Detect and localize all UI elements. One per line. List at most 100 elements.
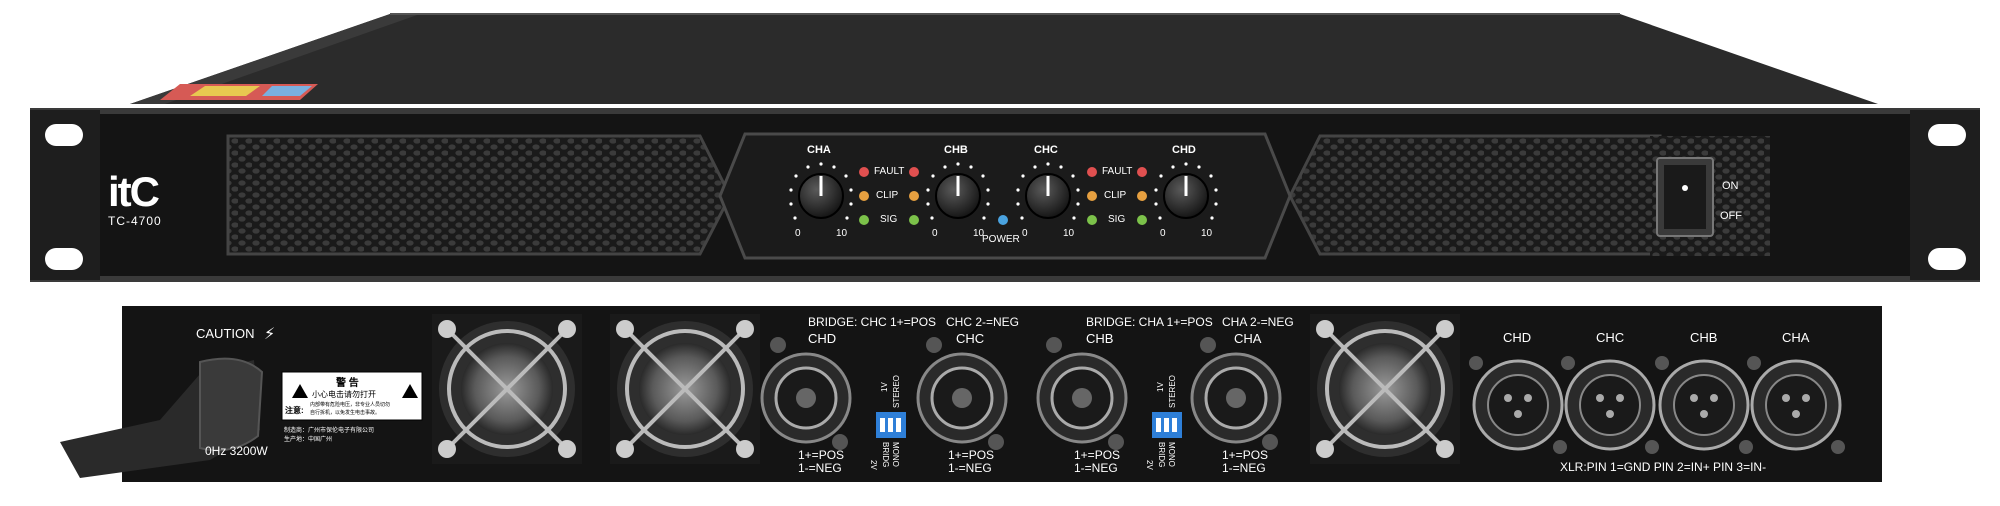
control-panel xyxy=(718,132,1292,260)
led-sig xyxy=(909,215,919,225)
pos-label: 1+=POS xyxy=(1222,448,1269,462)
led-sig xyxy=(1087,215,1097,225)
warning-subtitle: 小心电击请勿打开 xyxy=(312,390,376,399)
dip-label-stereo: STEREO xyxy=(1168,375,1177,408)
dip-label-mono: MONO xyxy=(891,442,900,467)
led-label-fault: FAULT xyxy=(874,166,905,177)
knob-chc xyxy=(1025,173,1071,219)
xlr-chd xyxy=(1469,356,1567,454)
led-label-sig: SIG xyxy=(880,214,898,225)
led-label-fault: FAULT xyxy=(1102,166,1133,177)
knob-chd xyxy=(1163,173,1209,219)
dip-label-2v: 2V xyxy=(1145,460,1154,470)
xlr-cha xyxy=(1747,356,1845,454)
dip-label-mono: MONO xyxy=(1167,442,1176,467)
channel-label-chb: CHB xyxy=(944,144,968,156)
knob-max-label: 10 xyxy=(973,228,985,239)
dip-label-bridg: BRIDG xyxy=(881,442,890,468)
led-fault xyxy=(909,167,919,177)
warning-note-line2: 自行拆机，以免发生电击事故。 xyxy=(310,410,381,416)
rack-hole xyxy=(1928,248,1966,270)
bridge-label-2: BRIDGE: CHA 1+=POS xyxy=(1086,315,1213,329)
chassis-top xyxy=(130,14,1878,104)
pos-label: 1+=POS xyxy=(948,448,995,462)
led-label-clip: CLIP xyxy=(1104,190,1127,201)
knob-max-label: 10 xyxy=(836,228,848,239)
lightning-icon: ⚡ xyxy=(264,326,276,343)
knob-chb xyxy=(935,173,981,219)
knob-min-label: 0 xyxy=(932,228,938,239)
led-sig xyxy=(859,215,869,225)
xlr-label-cha: CHA xyxy=(1782,330,1810,345)
led-sig xyxy=(1137,215,1147,225)
speakon-cha xyxy=(1190,337,1282,450)
dip-label-2v: 2V xyxy=(869,460,878,470)
vent-grille-right xyxy=(1288,134,1662,256)
led-group-right xyxy=(1087,167,1147,225)
caution-label: CAUTION xyxy=(196,326,255,341)
dip-switch-2 xyxy=(1152,412,1182,438)
dip-switch-1 xyxy=(876,412,906,438)
xlr-label-chb: CHB xyxy=(1690,330,1718,345)
dip-label-bridg: BRIDG xyxy=(1157,442,1166,468)
bridge-label-1b: CHC 2-=NEG xyxy=(946,315,1020,329)
neg-label: 1-=NEG xyxy=(798,461,842,475)
led-fault xyxy=(1137,167,1147,177)
power-switch[interactable] xyxy=(1664,165,1706,229)
speakon-chc xyxy=(916,337,1008,450)
maker-line2: 生产地：中国广州 xyxy=(284,437,333,443)
speakon-chd xyxy=(760,337,852,450)
xlr-chc xyxy=(1561,356,1659,454)
knob-min-label: 0 xyxy=(1022,228,1028,239)
speakon-label-chd: CHD xyxy=(808,331,837,346)
model-name: TC-4700 xyxy=(108,214,162,228)
pos-label: 1+=POS xyxy=(1074,448,1121,462)
neg-label: 1-=NEG xyxy=(1074,461,1118,475)
fan-1 xyxy=(432,314,582,464)
knob-min-label: 0 xyxy=(1160,228,1166,239)
speakon-label-cha: CHA xyxy=(1234,331,1262,346)
led-clip xyxy=(1087,191,1097,201)
pos-label: 1+=POS xyxy=(798,448,845,462)
fan-3 xyxy=(1310,314,1460,464)
power-spec: 0Hz 3200W xyxy=(205,444,268,458)
led-clip xyxy=(859,191,869,201)
knob-max-label: 10 xyxy=(1063,228,1075,239)
led-power xyxy=(998,215,1008,225)
speakon-chb xyxy=(1036,337,1128,450)
power-label: POWER xyxy=(982,234,1020,245)
xlr-pinout-label: XLR:PIN 1=GND PIN 2=IN+ PIN 3=IN- xyxy=(1560,460,1767,474)
dip-label-stereo: STEREO xyxy=(892,375,901,408)
neg-label: 1-=NEG xyxy=(948,461,992,475)
led-fault xyxy=(859,167,869,177)
switch-off-label: OFF xyxy=(1720,210,1742,222)
knob-scale-dots xyxy=(789,162,1218,220)
speakon-label-chc: CHC xyxy=(956,331,985,346)
rack-hole xyxy=(45,124,83,146)
warning-note-line1: 内部带有危险电压，非专业人员切勿 xyxy=(310,402,391,408)
bridge-label-2b: CHA 2-=NEG xyxy=(1222,315,1294,329)
led-label-clip: CLIP xyxy=(876,190,899,201)
dip-label-1v: 1V xyxy=(880,382,889,392)
bridge-label-1: BRIDGE: CHC 1+=POS xyxy=(808,315,937,329)
vent-grille-left xyxy=(226,134,732,256)
switch-on-label: ON xyxy=(1722,180,1739,192)
led-clip xyxy=(1137,191,1147,201)
power-inlet xyxy=(199,357,264,452)
led-label-sig: SIG xyxy=(1108,214,1126,225)
maker-line1: 制造商：广州市保伦电子有限公司 xyxy=(284,428,375,434)
knob-cha xyxy=(798,173,844,219)
neg-label: 1-=NEG xyxy=(1222,461,1266,475)
xlr-label-chc: CHC xyxy=(1596,330,1625,345)
xlr-label-chd: CHD xyxy=(1503,330,1532,345)
brand-logo: itC xyxy=(108,168,160,215)
dip-label-1v: 1V xyxy=(1156,382,1165,392)
speakon-label-chb: CHB xyxy=(1086,331,1114,346)
channel-label-chd: CHD xyxy=(1172,144,1196,156)
channel-label-cha: CHA xyxy=(807,144,831,156)
xlr-chb xyxy=(1655,356,1753,454)
rack-hole xyxy=(45,248,83,270)
channel-label-chc: CHC xyxy=(1034,144,1058,156)
led-clip xyxy=(909,191,919,201)
